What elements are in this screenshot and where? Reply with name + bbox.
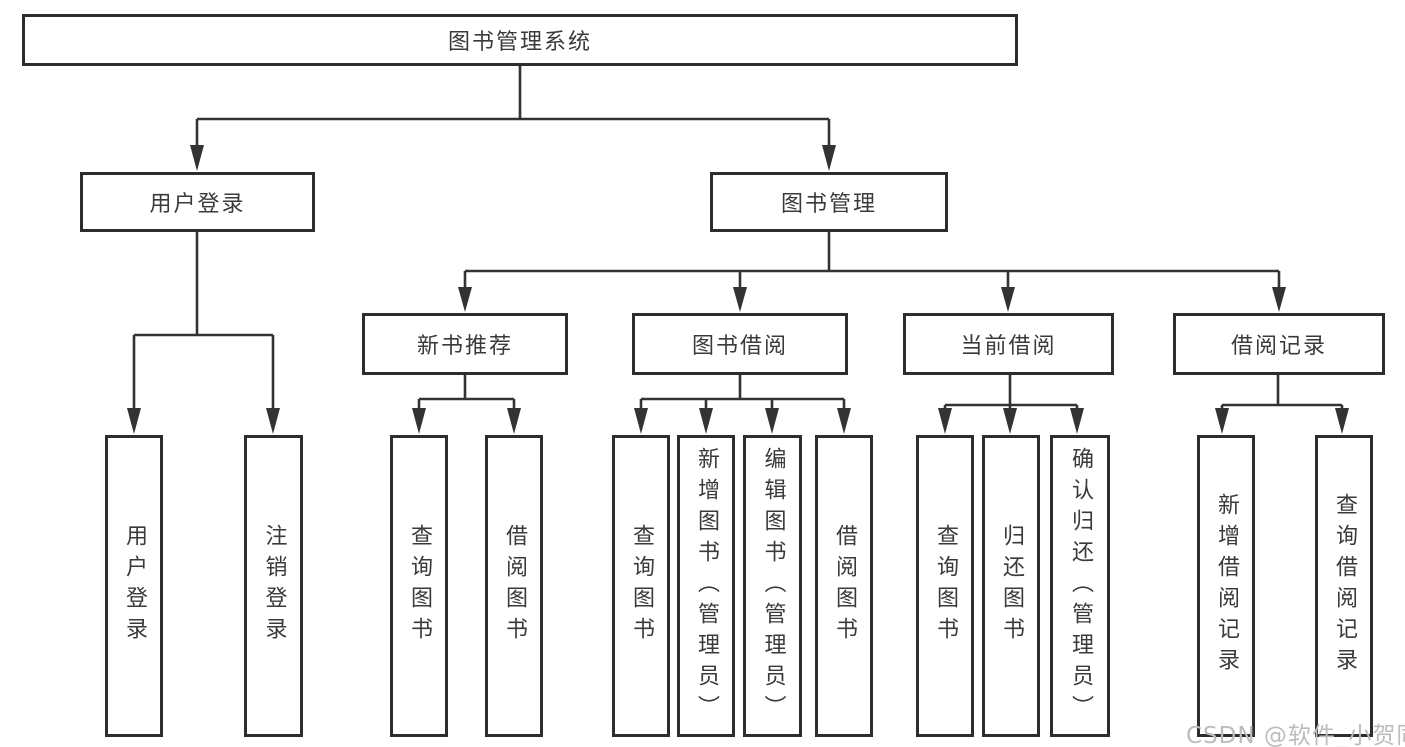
leaf-query-borrow-record: 查询借阅记录: [1315, 435, 1373, 737]
connector-current-to-leaves: [943, 375, 1079, 412]
node-root-library-system: 图书管理系统: [22, 14, 1018, 66]
leaf-user-login: 用户登录: [105, 435, 163, 737]
csdn-watermark: CSDN @软件_小贺同学: [1186, 723, 1405, 747]
connector-mgmt-to-level3: [463, 232, 1281, 291]
leaf-logout: 注销登录: [244, 435, 303, 737]
leaf-query-books-borrow: 查询图书: [612, 435, 670, 737]
leaf-borrow-books-recommend: 借阅图书: [485, 435, 543, 737]
node-new-book-recommend: 新书推荐: [362, 313, 568, 375]
connector-login-to-leaves: [132, 232, 275, 412]
connector-root-to-level2: [195, 66, 831, 150]
leaf-add-borrow-record: 新增借阅记录: [1197, 435, 1255, 737]
connector-borrow-to-leaves: [639, 375, 846, 412]
connector-recommend-to-leaves: [417, 375, 516, 412]
connector-records-to-leaves: [1220, 375, 1344, 412]
leaf-edit-books-admin: 编辑图书（管理员）: [743, 435, 802, 737]
node-book-borrow: 图书借阅: [632, 313, 848, 375]
leaf-borrow-books: 借阅图书: [815, 435, 873, 737]
leaf-query-books-recommend: 查询图书: [390, 435, 448, 737]
leaf-add-books-admin: 新增图书（管理员）: [677, 435, 735, 737]
arrowheads: [127, 145, 1349, 434]
node-book-management: 图书管理: [710, 172, 948, 232]
leaf-query-books-current: 查询图书: [916, 435, 974, 737]
leaf-confirm-return-admin: 确认归还（管理员）: [1050, 435, 1110, 737]
node-current-borrow: 当前借阅: [903, 313, 1114, 375]
node-user-login: 用户登录: [80, 172, 315, 232]
leaf-return-books: 归还图书: [982, 435, 1040, 737]
node-borrow-records: 借阅记录: [1173, 313, 1385, 375]
